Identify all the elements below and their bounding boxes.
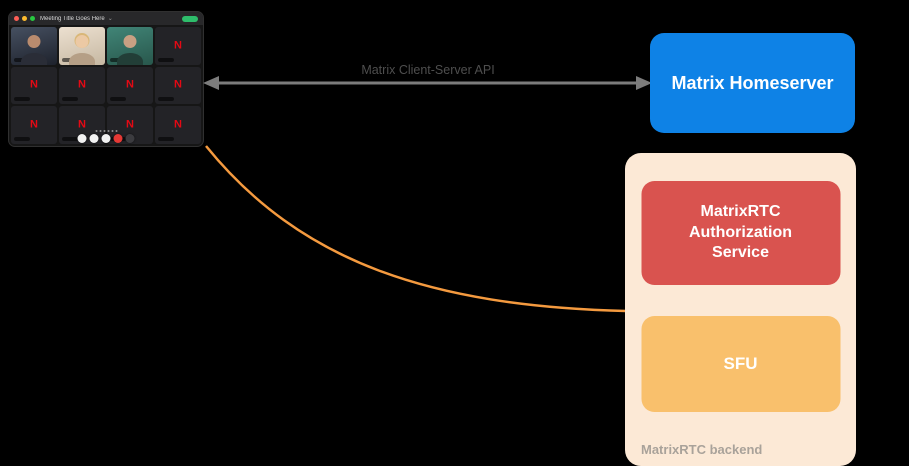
tile-name-label — [62, 57, 78, 62]
video-tile — [11, 27, 57, 65]
matrix-homeserver-label: Matrix Homeserver — [671, 72, 834, 93]
video-tile-grid: N N N N N N N N N — [9, 25, 203, 146]
tile-name-label — [158, 97, 174, 102]
hangup-button — [113, 134, 123, 143]
avatar: N — [174, 118, 182, 131]
video-tile — [59, 27, 105, 65]
api-arrow-label: Matrix Client-Server API — [361, 63, 495, 77]
avatar: N — [78, 118, 86, 131]
matrixrtc-backend-container: MatrixRTC Authorization Service SFU Matr… — [625, 153, 856, 466]
call-status-pill — [182, 15, 198, 22]
avatar: N — [126, 118, 134, 131]
tile-name-label — [158, 57, 174, 62]
sfu-box: SFU — [641, 316, 840, 412]
auth-service-box: MatrixRTC Authorization Service — [641, 181, 840, 285]
media-connection-curve — [205, 145, 627, 313]
backend-label: MatrixRTC backend — [641, 442, 763, 457]
call-controls — [77, 130, 135, 143]
video-tile: N — [155, 27, 201, 65]
avatar: N — [30, 78, 38, 91]
close-window-icon — [14, 16, 19, 21]
avatar: N — [78, 78, 86, 91]
minimize-window-icon — [22, 16, 27, 21]
video-tile — [107, 27, 153, 65]
tile-name-label — [110, 57, 126, 62]
tile-name-label — [110, 97, 126, 102]
camera-button — [89, 134, 99, 143]
chevron-down-icon: ⌄ — [107, 15, 113, 22]
auth-service-label: MatrixRTC Authorization Service — [688, 202, 793, 262]
pagination-dots — [95, 130, 117, 132]
tile-name-label — [14, 57, 30, 62]
video-tile: N — [11, 66, 57, 105]
avatar: N — [174, 78, 182, 91]
meeting-title: Meeting Title Goes Here — [40, 15, 105, 22]
avatar: N — [126, 78, 134, 91]
video-tile: N — [155, 66, 201, 105]
matrix-homeserver-box: Matrix Homeserver — [650, 33, 855, 133]
screenshare-button — [101, 134, 111, 143]
tile-name-label — [158, 137, 174, 141]
window-titlebar: Meeting Title Goes Here ⌄ — [9, 12, 203, 25]
tile-name-label — [62, 97, 78, 102]
maximize-window-icon — [30, 16, 35, 21]
video-tile: N — [107, 66, 153, 105]
video-call-app-window: Meeting Title Goes Here ⌄ N N N N N N N … — [8, 11, 204, 147]
tile-name-label — [14, 97, 30, 102]
video-tile: N — [59, 66, 105, 105]
sfu-label: SFU — [723, 354, 758, 373]
mic-button — [77, 134, 87, 143]
avatar: N — [174, 39, 182, 52]
tile-name-label — [14, 137, 30, 141]
call-control-buttons — [77, 134, 135, 143]
video-tile: N — [11, 106, 57, 144]
arrow-head-left-icon — [203, 76, 219, 90]
tile-name-label — [62, 137, 78, 141]
video-tile: N — [155, 106, 201, 144]
avatar: N — [30, 118, 38, 131]
more-options-button — [125, 134, 135, 143]
